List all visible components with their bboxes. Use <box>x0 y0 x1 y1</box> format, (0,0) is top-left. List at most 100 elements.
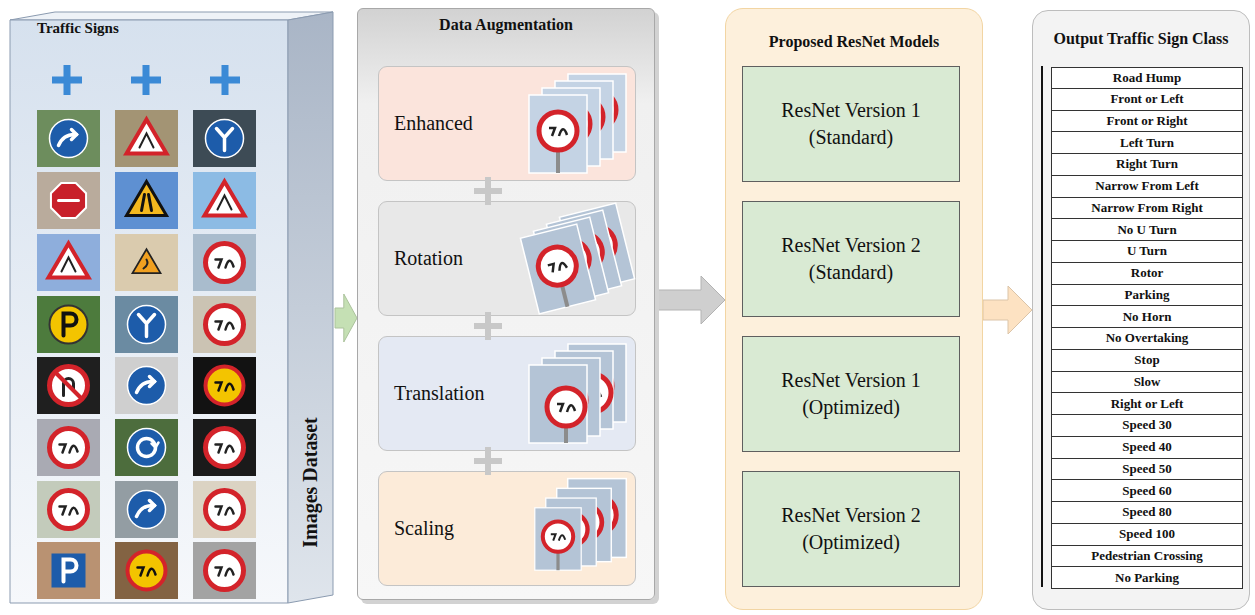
flow-arrow <box>335 294 357 342</box>
augmentation-box: Enhanced <box>378 66 636 181</box>
sign-photo <box>37 172 100 229</box>
augmented-card <box>520 224 595 314</box>
illustration-part <box>37 357 100 414</box>
plus-symbol <box>474 447 502 475</box>
flow-arrow <box>983 286 1032 334</box>
illustration-part <box>206 244 244 282</box>
illustration-part <box>474 188 502 194</box>
sign-photo <box>115 296 178 353</box>
class-cell: Parking <box>1051 285 1243 307</box>
illustration-part <box>216 445 234 453</box>
illustration-part <box>52 554 86 588</box>
augmentation-box: Translation <box>378 336 636 451</box>
illustration-part <box>556 551 559 570</box>
sign-photo <box>115 419 178 476</box>
illustration-part <box>193 296 256 353</box>
illustration-part <box>52 554 86 588</box>
illustration-part <box>128 429 166 467</box>
illustration-part <box>206 491 244 529</box>
illustration-part <box>193 419 256 476</box>
class-cell: No U Turn <box>1051 219 1243 241</box>
illustration-part <box>115 172 178 229</box>
illustration-part <box>557 404 575 412</box>
illustration-part <box>206 429 244 467</box>
panel-title: Data Augmentation <box>358 9 654 34</box>
illustration-part <box>217 129 233 151</box>
illustration-part <box>193 234 256 291</box>
illustration-part <box>115 296 178 353</box>
illustration-part <box>547 388 585 426</box>
class-cell: Speed 40 <box>1051 437 1243 459</box>
box-label: Scaling <box>394 517 454 540</box>
illustration-part <box>539 112 577 150</box>
class-cell: Stop <box>1051 350 1243 372</box>
illustration-part <box>150 377 155 387</box>
illustration-part <box>139 315 155 337</box>
sign-photo <box>37 234 100 291</box>
sign-photo <box>193 172 256 229</box>
box-label: ResNet Version 2 (Optimized) <box>756 502 946 556</box>
model-box: ResNet Version 1 (Standard) <box>742 66 960 182</box>
sign-photo <box>193 296 256 353</box>
box-side <box>288 12 333 603</box>
output-panel: Output Traffic Sign ClassRoad HumpFront … <box>1032 10 1250 610</box>
illustration-part <box>59 199 79 202</box>
illustration-part <box>206 491 244 529</box>
sign-photo <box>37 357 100 414</box>
illustration-part <box>60 445 78 453</box>
illustration-part <box>51 183 86 218</box>
plus-symbol <box>210 65 240 95</box>
class-cell: Narrow From Left <box>1051 176 1243 198</box>
illustration-part <box>50 367 88 405</box>
models-panel: Proposed ResNet ModelsResNet Version 1 (… <box>725 8 983 610</box>
class-cell: Rotor <box>1051 263 1243 285</box>
illustration-part <box>216 383 234 391</box>
class-cell: Speed 80 <box>1051 502 1243 524</box>
sign-photo <box>193 481 256 538</box>
class-cell: Front or Left <box>1051 89 1243 111</box>
illustration-part <box>206 120 244 158</box>
sign-photo <box>37 110 100 167</box>
bracket-line <box>1041 66 1043 587</box>
augmentation-box: Rotation <box>378 201 636 316</box>
illustration-part <box>127 182 167 216</box>
illustration-part <box>142 195 152 211</box>
illustration-part <box>193 172 256 229</box>
illustration-part <box>193 357 256 414</box>
sign-photo <box>37 542 100 599</box>
side-title: Images Dataset <box>299 417 322 548</box>
box-label: Rotation <box>394 247 463 270</box>
illustration-part <box>206 244 244 282</box>
sign-photo <box>115 481 178 538</box>
panel-title: Output Traffic Sign Class <box>1033 11 1249 48</box>
illustration-part <box>548 261 567 273</box>
illustration-part <box>193 481 256 538</box>
illustration-part <box>50 491 88 529</box>
illustration-part <box>50 367 88 405</box>
illustration-part <box>115 234 178 291</box>
illustration-part <box>216 260 234 268</box>
illustration-part <box>140 134 154 148</box>
box-label: Enhanced <box>394 112 473 135</box>
illustration-part <box>543 521 573 551</box>
illustration-part <box>50 429 88 467</box>
illustration-part <box>205 182 245 216</box>
illustration-part <box>57 374 81 398</box>
illustration-part <box>127 182 167 216</box>
class-cell: Front or Right <box>1051 111 1243 133</box>
illustration-part <box>206 429 244 467</box>
illustration-part <box>143 65 150 95</box>
illustration-part <box>218 196 232 210</box>
augmented-card <box>535 508 581 570</box>
model-box: ResNet Version 2 (Standard) <box>742 201 960 317</box>
class-cell: Right Turn <box>1051 154 1243 176</box>
illustration-part <box>128 552 166 590</box>
illustration-part <box>64 314 77 336</box>
illustration-part <box>138 439 156 457</box>
illustration-part <box>128 306 166 344</box>
illustration-part <box>133 249 161 273</box>
illustration-part <box>51 183 86 218</box>
illustration-part <box>128 491 166 529</box>
illustration-part <box>128 429 166 467</box>
